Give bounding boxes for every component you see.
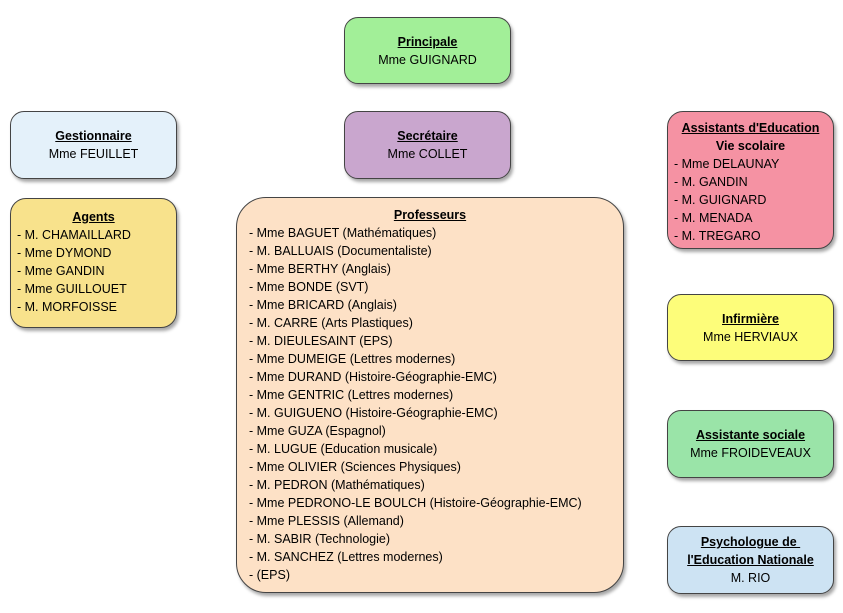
secretaire-name: Mme COLLET (387, 147, 468, 161)
professeurs-title: Professeurs (393, 208, 467, 222)
assistants-title: Assistants d'Education (681, 121, 820, 135)
list-item: M. BALLUAIS (Documentaliste) (249, 242, 623, 260)
list-item: M. CHAMAILLARD (17, 226, 176, 244)
agents-title: Agents (72, 210, 115, 224)
list-item: M. MORFOISSE (17, 298, 176, 316)
list-item: M. GANDIN (674, 173, 833, 191)
list-item: Mme BAGUET (Mathématiques) (249, 224, 623, 242)
list-item: Mme DURAND (Histoire-Géographie-EMC) (249, 368, 623, 386)
list-item: M. GUIGNARD (674, 191, 833, 209)
list-item: M. GUIGUENO (Histoire-Géographie-EMC) (249, 404, 623, 422)
infirmiere-name: Mme HERVIAUX (703, 329, 798, 344)
list-item: Mme BONDE (SVT) (249, 278, 623, 296)
list-item: Mme PLESSIS (Allemand) (249, 512, 623, 530)
list-item: Mme GUILLOUET (17, 280, 176, 298)
psychologue-title-line1: Psychologue de (700, 535, 801, 549)
list-item: M. SABIR (Technologie) (249, 530, 623, 548)
list-item: M. MENADA (674, 209, 833, 227)
list-item: M. DIEULESAINT (EPS) (249, 332, 623, 350)
psychologue-box: Psychologue de l'Education Nationale M. … (667, 526, 834, 594)
agents-list: M. CHAMAILLARD Mme DYMOND Mme GANDIN Mme… (11, 226, 176, 316)
list-item: M. SANCHEZ (Lettres modernes) (249, 548, 623, 566)
secretaire-title: Secrétaire (397, 129, 458, 143)
professeurs-box: Professeurs Mme BAGUET (Mathématiques) M… (236, 197, 624, 593)
assistants-subtitle: Vie scolaire (715, 139, 786, 153)
sociale-title: Assistante sociale (695, 428, 806, 442)
list-item: Mme DELAUNAY (674, 155, 833, 173)
infirmiere-title: Infirmière (722, 311, 779, 326)
gestionnaire-name: Mme FEUILLET (48, 147, 139, 161)
sociale-name: Mme FROIDEVEAUX (690, 446, 811, 460)
gestionnaire-title: Gestionnaire (55, 129, 132, 143)
principale-name: Mme GUIGNARD (378, 52, 477, 67)
psychologue-title-line2: l'Education Nationale (687, 553, 814, 567)
list-item: Mme BERTHY (Anglais) (249, 260, 623, 278)
list-item: Mme OLIVIER (Sciences Physiques) (249, 458, 623, 476)
list-item: Mme DUMEIGE (Lettres modernes) (249, 350, 623, 368)
list-item: Mme BRICARD (Anglais) (249, 296, 623, 314)
principale-box: Principale Mme GUIGNARD (344, 17, 511, 84)
list-item: Mme GANDIN (17, 262, 176, 280)
list-item: M. LUGUE (Education musicale) (249, 440, 623, 458)
list-item: M. TREGARO (674, 227, 833, 245)
list-item: M. PEDRON (Mathématiques) (249, 476, 623, 494)
assistants-list: Mme DELAUNAY M. GANDIN M. GUIGNARD M. ME… (668, 155, 833, 245)
assistants-education-box: Assistants d'Education Vie scolaire Mme … (667, 111, 834, 249)
gestionnaire-box: Gestionnaire Mme FEUILLET (10, 111, 177, 179)
list-item: Mme GUZA (Espagnol) (249, 422, 623, 440)
assistante-sociale-box: Assistante sociale Mme FROIDEVEAUX (667, 410, 834, 478)
list-item: Mme DYMOND (17, 244, 176, 262)
secretaire-box: Secrétaire Mme COLLET (344, 111, 511, 179)
professeurs-list: Mme BAGUET (Mathématiques) M. BALLUAIS (… (237, 224, 623, 584)
list-item: Mme PEDRONO-LE BOULCH (Histoire-Géograph… (249, 494, 623, 512)
principale-title: Principale (397, 34, 458, 49)
psychologue-name: M. RIO (730, 571, 771, 585)
list-item: (EPS) (249, 566, 623, 584)
infirmiere-box: Infirmière Mme HERVIAUX (667, 294, 834, 361)
list-item: M. CARRE (Arts Plastiques) (249, 314, 623, 332)
agents-box: Agents M. CHAMAILLARD Mme DYMOND Mme GAN… (10, 198, 177, 328)
list-item: Mme GENTRIC (Lettres modernes) (249, 386, 623, 404)
